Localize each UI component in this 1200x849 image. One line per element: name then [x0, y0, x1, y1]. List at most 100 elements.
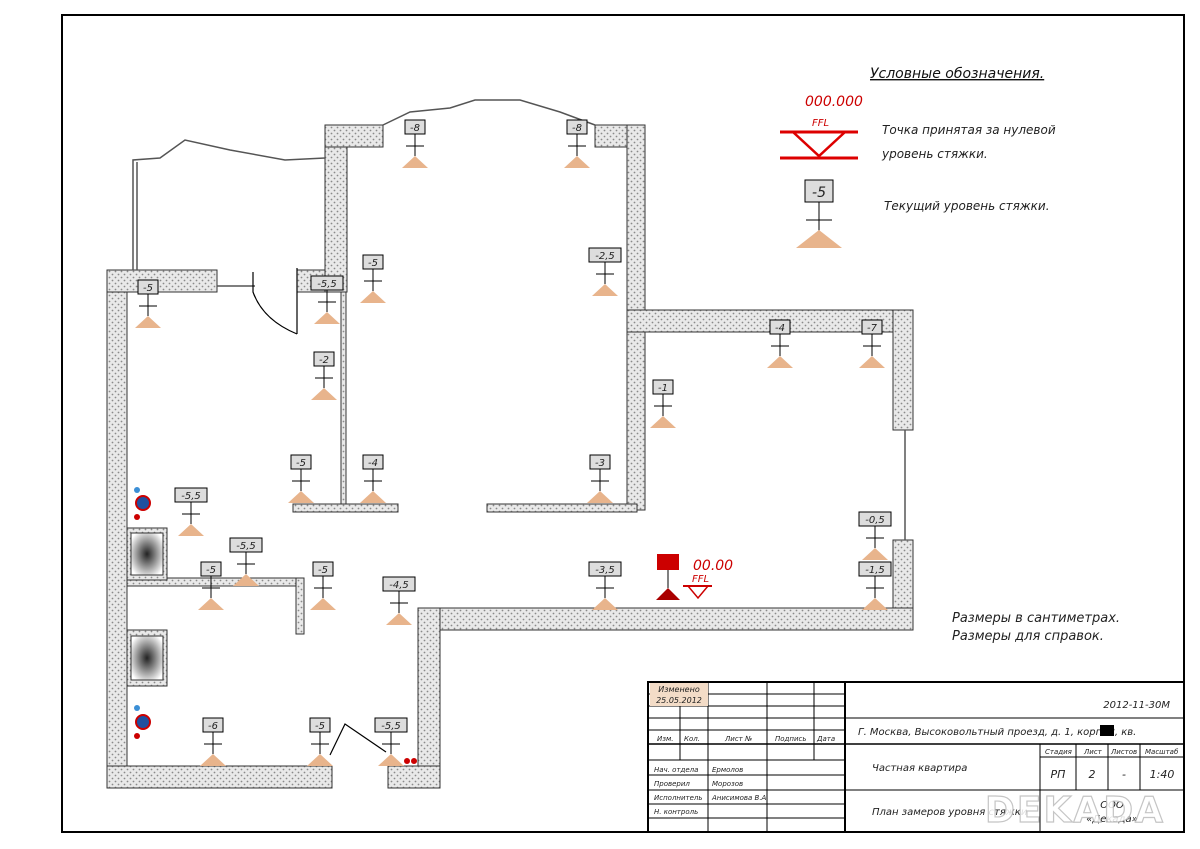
level-marker: -5,5 [374, 717, 408, 766]
level-marker: -1 [650, 379, 676, 428]
level-marker: -2,5 [588, 247, 622, 296]
marker-label: -8 [572, 123, 582, 134]
marker-triangle [592, 284, 618, 296]
zero-point-value: 00.00 [693, 558, 733, 574]
sheets-value: - [1122, 768, 1126, 781]
level-markers: -8 -8 -5 -5,5 -5 -2,5 -4 -7 -2 -1 -5 -4 -3 -5,5 -5,5 -5… [135, 119, 892, 766]
level-marker: -0,5 [858, 511, 892, 560]
marker-triangle [135, 316, 161, 328]
marker-triangle [862, 598, 888, 610]
marker-label: -4 [775, 323, 785, 334]
marker-triangle [307, 754, 333, 766]
role-1: Нач. отдела [654, 766, 698, 774]
legend: Условные обозначения. 000.000 FFL Точка … [780, 66, 1056, 248]
marker-label: -5,5 [317, 279, 337, 290]
level-marker: -4 [360, 454, 386, 503]
zero-point-marker: 00.00 FFL [656, 554, 733, 600]
sheet-frame [61, 14, 1185, 833]
watermark: DEKADA [985, 790, 1165, 831]
legend-zero-ffl: FFL [812, 118, 829, 129]
scale-value: 1:40 [1150, 768, 1175, 781]
level-marker: -8 [564, 119, 590, 168]
sheet-value: 2 [1089, 768, 1096, 781]
title-block [647, 681, 1185, 833]
level-marker: -5,5 [310, 275, 344, 324]
legend-current-value: -5 [812, 185, 826, 201]
doors [252, 268, 387, 756]
marker-label: -1 [658, 383, 668, 394]
marker-triangle [311, 388, 337, 400]
marker-triangle [314, 312, 340, 324]
marker-label: -5 [315, 721, 325, 732]
hdr-no: № [744, 735, 752, 743]
hdr-izm: Изм. [657, 735, 673, 743]
marker-label: -1,5 [865, 565, 885, 576]
legend-zero-value: 000.000 [805, 94, 863, 110]
marker-label: -8 [410, 123, 420, 134]
drawing-name: План замеров уровня стяжки [872, 807, 1028, 818]
marker-triangle [198, 598, 224, 610]
name-3: Анисимова В.А. [711, 794, 769, 802]
marker-label: -5,5 [381, 721, 401, 732]
windows [132, 99, 906, 540]
level-marker: -2 [311, 351, 337, 400]
marker-label: -2,5 [595, 251, 615, 262]
legend-zero-desc-2: уровень стяжки. [881, 147, 988, 161]
legend-zero-desc-1: Точка принятая за нулевой [882, 123, 1056, 137]
note-line-1: Размеры в сантиметрах. [952, 611, 1120, 626]
notes: Размеры в сантиметрах. Размеры для справ… [952, 611, 1120, 644]
hdr-data: Дата [816, 735, 835, 743]
level-marker: -4 [767, 319, 793, 368]
zero-point-ffl: FFL [692, 574, 709, 585]
drawing-code: 2012-11-30М [1103, 700, 1170, 711]
org-line-2: «Декада» [1086, 814, 1138, 825]
level-marker: -6 [200, 717, 226, 766]
level-marker: -5 [360, 254, 386, 303]
changed-date: 25.05.2012 [656, 696, 702, 705]
role-4: Н. контроль [654, 808, 698, 816]
marker-triangle [767, 356, 793, 368]
level-marker: -5,5 [174, 487, 208, 536]
level-marker: -1,5 [858, 561, 892, 610]
marker-label: -3,5 [595, 565, 615, 576]
marker-label: -0,5 [865, 515, 885, 526]
hdr-podpis: Подпись [775, 735, 807, 743]
level-marker: -5 [135, 279, 161, 328]
marker-triangle [360, 291, 386, 303]
level-marker: -5,5 [229, 537, 263, 586]
level-marker: -7 [859, 319, 885, 368]
marker-triangle [592, 598, 618, 610]
marker-triangle [288, 491, 314, 503]
marker-label: -5 [143, 283, 153, 294]
legend-title: Условные обозначения. [870, 66, 1044, 82]
level-marker: -5 [198, 561, 224, 610]
marker-triangle [402, 156, 428, 168]
marker-label: -7 [867, 323, 878, 334]
level-marker: -5 [307, 717, 333, 766]
role-2: Проверил [654, 780, 690, 788]
org-line-1: ООО [1100, 800, 1124, 811]
marker-triangle [310, 598, 336, 610]
marker-triangle [650, 416, 676, 428]
stage-value: РП [1051, 768, 1066, 781]
marker-label: -3 [595, 458, 605, 469]
marker-label: -5 [318, 565, 328, 576]
marker-label: -5 [296, 458, 306, 469]
object-name: Частная квартира [872, 763, 967, 774]
name-1: Ермолов [712, 766, 743, 774]
title-block-text: Изменено 25.05.2012 2012-11-30М Г. Москв… [654, 685, 1179, 832]
marker-label: -5,5 [181, 491, 201, 502]
scale-label: Масштаб [1145, 748, 1179, 756]
address: Г. Москва, Высоковольтный проезд, д. 1, … [858, 727, 1136, 738]
sheet-label: Лист [1083, 748, 1103, 756]
marker-label: -4,5 [389, 580, 409, 591]
marker-label: -5 [206, 565, 216, 576]
marker-triangle [200, 754, 226, 766]
level-marker: -8 [402, 119, 428, 168]
vent-shafts [126, 527, 168, 687]
marker-triangle [862, 548, 888, 560]
marker-triangle [378, 754, 404, 766]
changed-label: Изменено [658, 685, 700, 694]
marker-label: -5 [368, 258, 378, 269]
